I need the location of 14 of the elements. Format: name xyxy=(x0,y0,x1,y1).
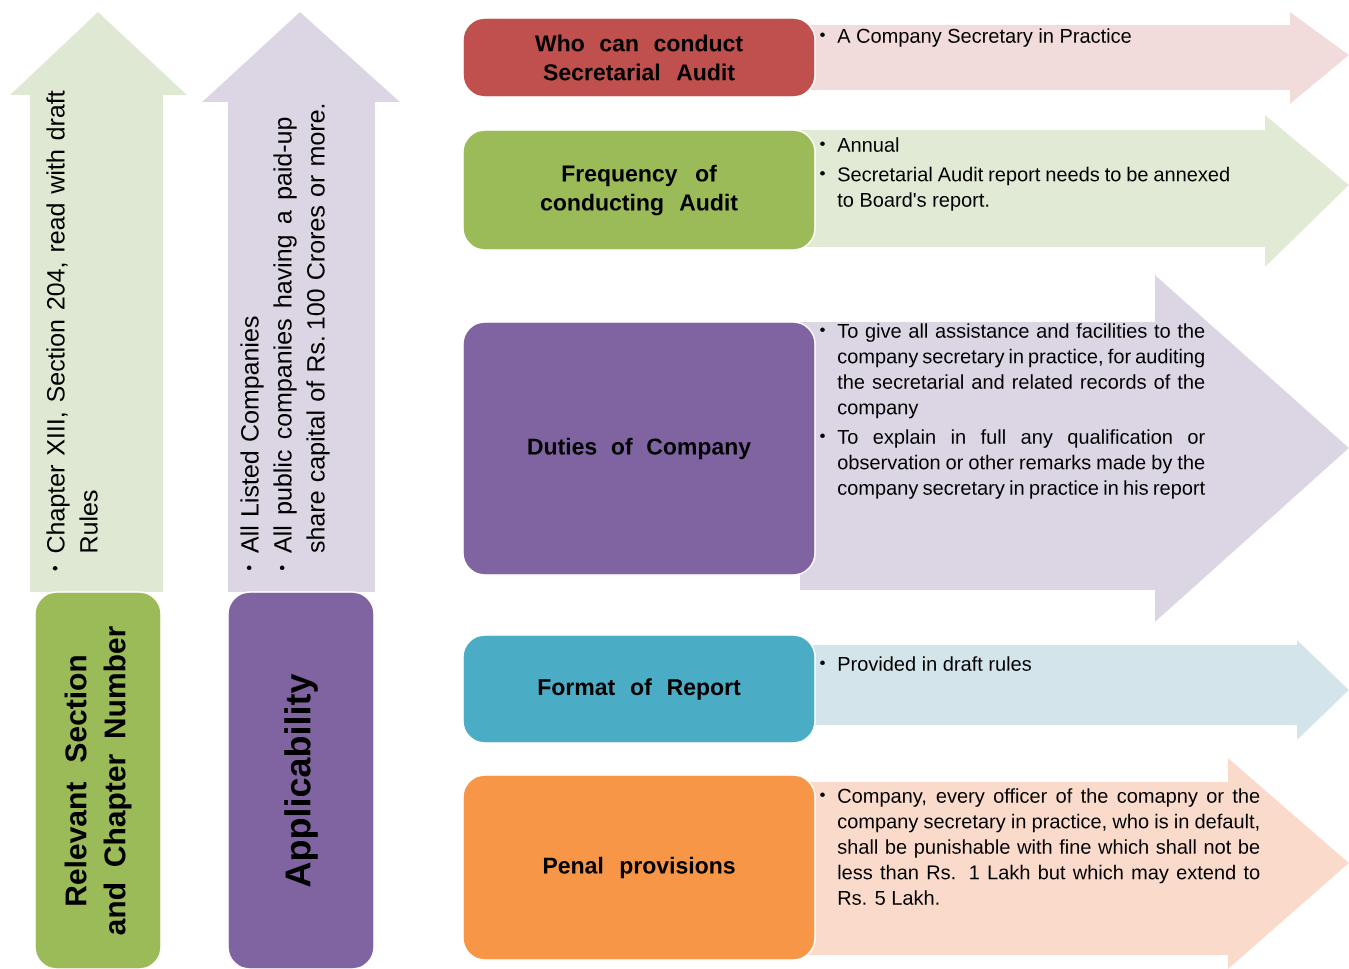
bullet-list: Provided in draft rules xyxy=(820,656,1031,671)
bullet-list: To give all assistance and facilities to the company secretary in practice, for auditing the secretarial and related records of the company To explain in full any qualification or observation or other remarks made by the company secretary in practice in his report xyxy=(820,323,1205,499)
label-box: Duties of Company xyxy=(462,321,816,576)
label-box: Frequency of conducting Audit xyxy=(462,129,816,251)
label-box: Applicability xyxy=(227,591,375,969)
label-box: Format of Report xyxy=(462,634,816,744)
bullet-list: All Listed Companies All public companies having a paid-up share capital of Rs. 100 Crores or more. xyxy=(240,104,330,570)
bullet-list: Annual Secretarial Audit report needs to be annexed to Board's report. xyxy=(820,137,1229,211)
label-box: Who can conduct Secretarial Audit xyxy=(462,17,816,98)
label-box: Penal provisions xyxy=(462,774,816,961)
bullet-list: Chapter XIII, Section 204, read with draft Rules xyxy=(46,90,98,571)
label-box: Relevant Section and Chapter Number xyxy=(34,591,162,969)
bullet-list: A Company Secretary in Practice xyxy=(820,28,1131,47)
bullet-list: Company, every officer of the comapny or the company secretary in practice, who is in default, shall be punishable with fine which shall not be less than Rs. 1 Lakh but which may extend to Rs. 5 Lakh. xyxy=(820,788,1260,905)
